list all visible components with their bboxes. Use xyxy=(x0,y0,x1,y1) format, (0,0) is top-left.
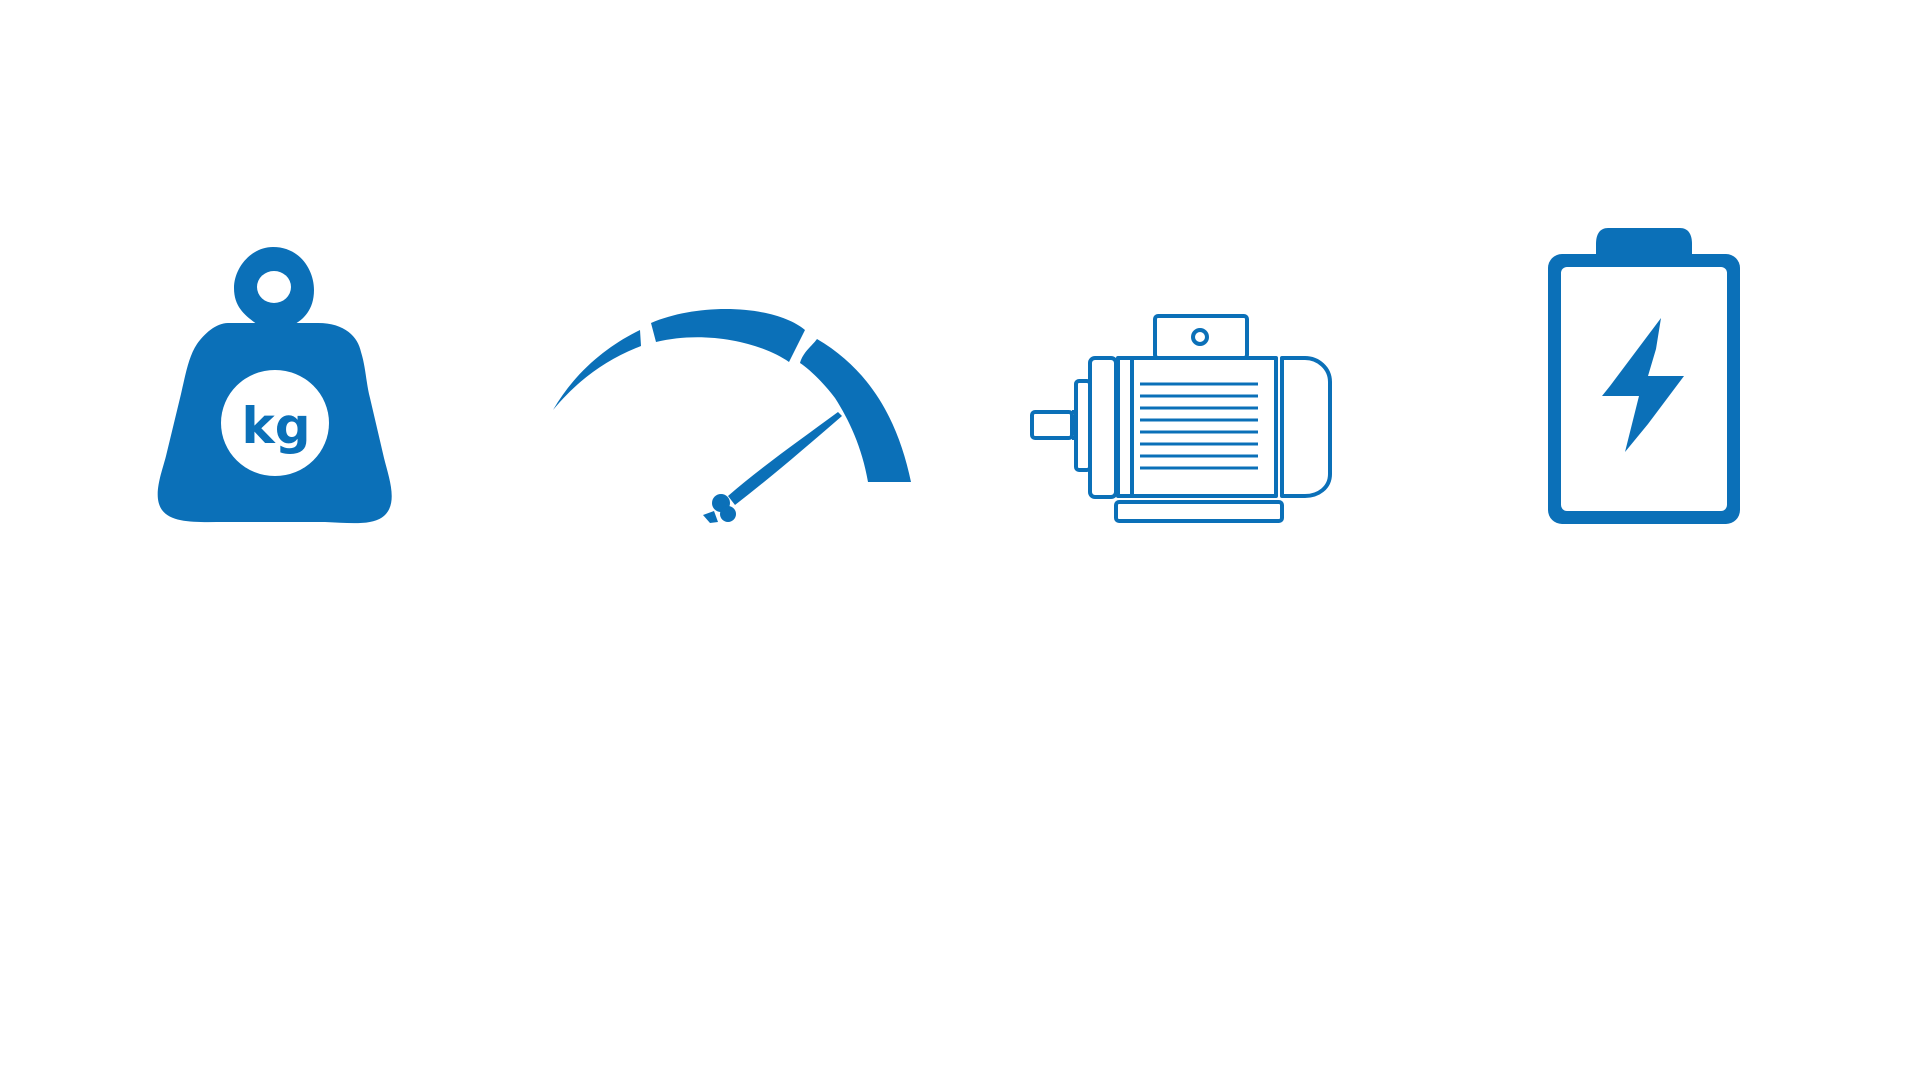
electric-motor-icon xyxy=(1030,314,1332,523)
battery-charge-icon xyxy=(1548,228,1740,524)
weight-kg-icon: kg xyxy=(157,247,392,524)
kg-label: kg xyxy=(241,397,310,455)
speedometer-icon xyxy=(553,309,911,523)
